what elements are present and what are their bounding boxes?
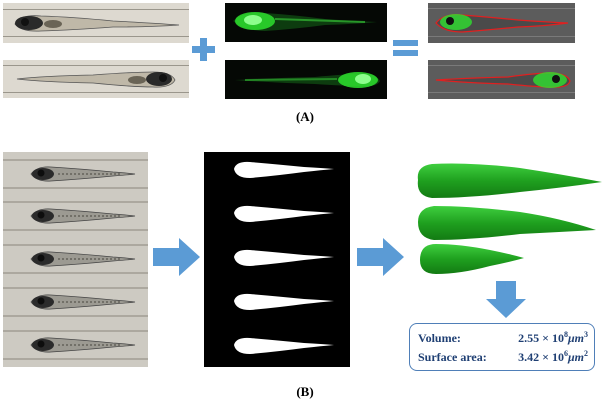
brightfield-larva-bottom — [3, 60, 189, 98]
3d-reconstruction-models — [417, 163, 602, 274]
fluorescence-signal — [233, 12, 377, 31]
segmentation-overlay — [435, 14, 569, 33]
mask-silhouettes — [234, 161, 334, 354]
fluorescence-larva-bottom — [225, 60, 387, 99]
larvae-row-images — [3, 159, 148, 360]
surface-area-value: 3.42 × 106μm2 — [518, 348, 588, 364]
composite-larva-bottom — [428, 60, 575, 99]
binary-masks-panel — [204, 152, 350, 367]
volume-value: 2.55 × 108μm3 — [518, 329, 588, 345]
volume-row: Volume: 2.55 × 108μm3 — [418, 330, 588, 346]
volume-label: Volume: — [418, 330, 461, 345]
panel-a-label: (A) — [295, 109, 315, 124]
model-1 — [417, 163, 602, 198]
plus-icon — [192, 38, 215, 61]
down-arrow-icon — [486, 281, 526, 318]
larva-silhouette — [16, 71, 176, 88]
right-arrow-icon — [357, 238, 404, 276]
segmentation-overlay — [435, 72, 571, 88]
composite-larva-top — [428, 3, 575, 43]
equals-icon — [393, 40, 418, 56]
right-arrow-icon — [153, 238, 200, 276]
fluorescence-larva-top — [225, 3, 387, 42]
brightfield-larva-top — [3, 3, 189, 43]
surface-area-label: Surface area: — [418, 349, 487, 364]
measurement-results-box: Volume: 2.55 × 108μm3 Surface area: 3.42… — [409, 323, 595, 371]
surface-area-row: Surface area: 3.42 × 106μm2 — [418, 349, 588, 365]
fluorescence-signal — [235, 72, 380, 88]
model-2 — [418, 206, 596, 240]
panel-b-label: (B) — [296, 384, 314, 399]
brightfield-larvae-stack — [3, 152, 148, 367]
larva-silhouette — [14, 15, 180, 32]
model-3 — [420, 244, 524, 274]
